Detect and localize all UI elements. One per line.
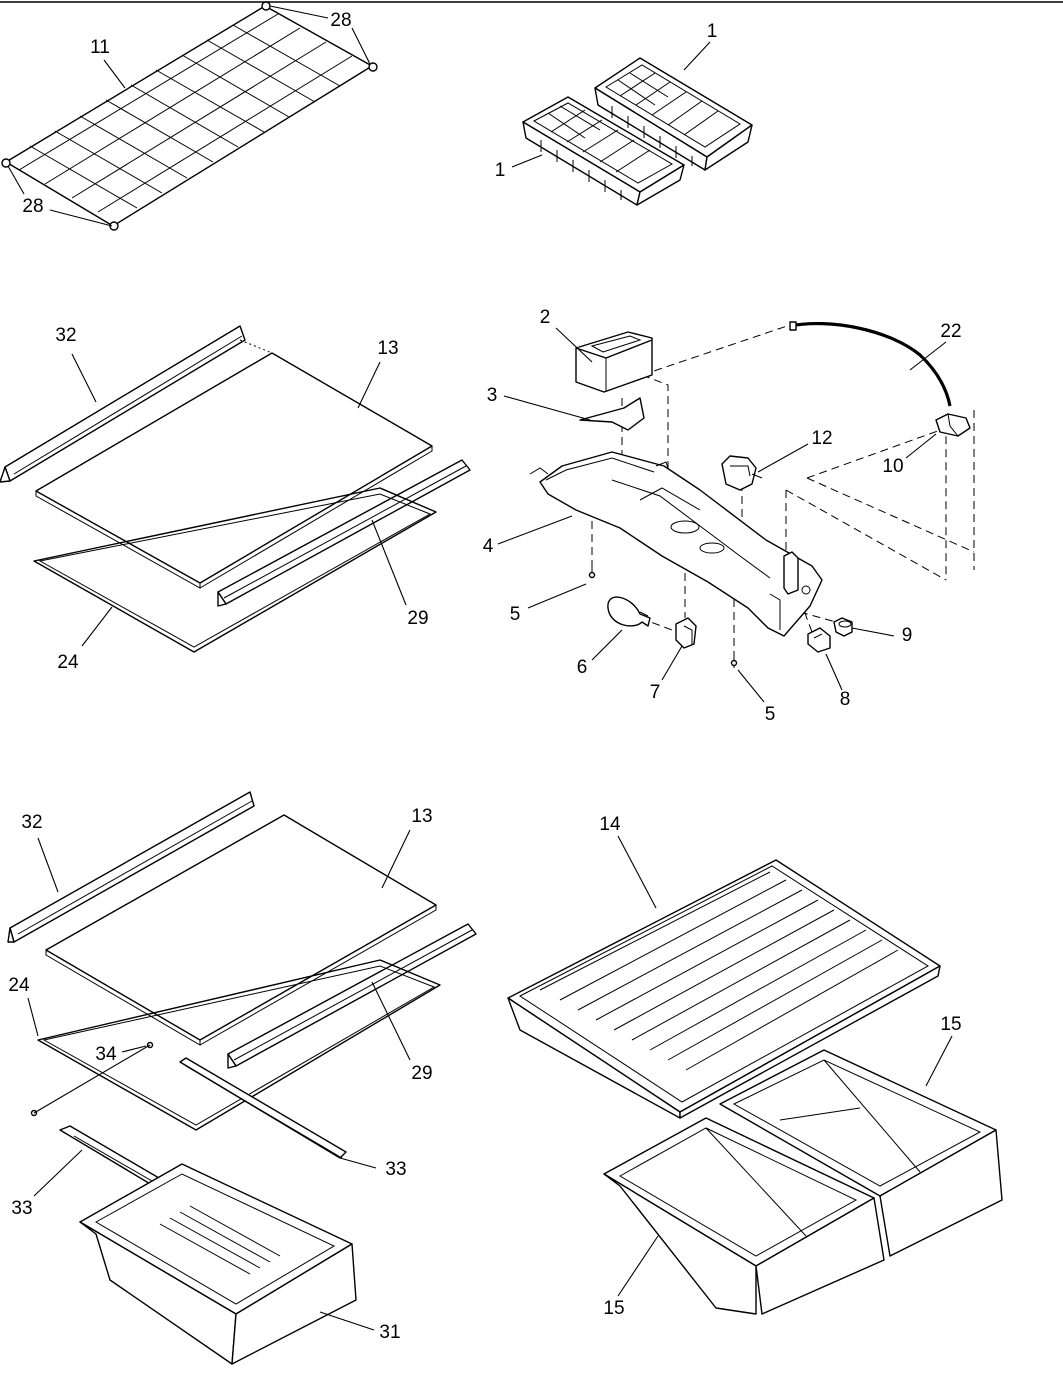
callout-32: 32 [21, 812, 42, 833]
glass-shelf-13-upper [35, 352, 433, 589]
guide-line [239, 339, 273, 354]
callout-24: 24 [8, 975, 30, 996]
callout-labels: 1 1 2 3 4 5 5 6 7 8 9 10 11 12 13 13 14 … [8, 10, 961, 1343]
screw-5-right [730, 656, 738, 668]
switch-8 [807, 627, 831, 653]
callout-7: 7 [650, 682, 661, 703]
callout-22: 22 [940, 321, 961, 342]
callout-4: 4 [483, 536, 494, 557]
callout-33: 33 [385, 1159, 406, 1180]
crisper-drawer-15-right [719, 1049, 1003, 1257]
callout-5: 5 [765, 704, 776, 725]
shelf-frame-24-upper [33, 487, 437, 653]
callout-34: 34 [95, 1044, 117, 1065]
callout-28: 28 [22, 196, 43, 217]
socket-7 [675, 617, 697, 649]
callout-24: 24 [57, 652, 79, 673]
callout-15: 15 [940, 1014, 961, 1035]
callout-32: 32 [55, 325, 76, 346]
callout-9: 9 [902, 625, 913, 646]
callout-29: 29 [411, 1063, 432, 1084]
front-trim-29-lower [227, 923, 477, 1069]
light-shield-2 [575, 331, 653, 393]
shelf-end-cap [1, 158, 11, 168]
ice-tray-front [522, 96, 685, 206]
rear-trim-32-lower [7, 791, 255, 943]
callout-13: 13 [377, 338, 398, 359]
crisper-drawer-15-left [603, 1117, 885, 1315]
button-9 [833, 617, 853, 637]
wire-shelf [5, 5, 373, 227]
front-trim-29-upper [217, 459, 471, 607]
light-bulb-6 [607, 596, 651, 627]
screw-5-left [588, 568, 596, 579]
callout-12: 12 [811, 428, 832, 449]
slide-33-right [179, 1057, 347, 1159]
callout-10: 10 [882, 456, 903, 477]
glass-shelf-13-lower [45, 814, 437, 1046]
callout-13: 13 [411, 806, 432, 827]
callout-15: 15 [603, 1298, 624, 1319]
control-housing-4 [529, 451, 823, 637]
callout-31: 31 [379, 1322, 400, 1343]
callout-2: 2 [540, 307, 551, 328]
callout-28: 28 [330, 10, 351, 31]
shelf-frame-24-lower [37, 959, 441, 1131]
callout-3: 3 [487, 385, 498, 406]
shelf-end-cap [368, 62, 378, 72]
connector-10 [935, 413, 971, 437]
diffuser-3 [579, 397, 645, 431]
crisper-drawer-31 [79, 1163, 357, 1365]
shelf-end-cap [261, 1, 271, 11]
callout-11: 11 [90, 37, 110, 58]
callout-6: 6 [577, 657, 588, 678]
cord-22 [789, 321, 952, 407]
leader-lines [7, 5, 953, 1331]
callout-5: 5 [510, 604, 521, 625]
callout-8: 8 [840, 689, 851, 710]
callout-1: 1 [707, 21, 718, 42]
callout-1: 1 [495, 160, 506, 181]
crisper-cover-14 [507, 859, 941, 1119]
thermostat-12 [721, 455, 763, 491]
callout-14: 14 [599, 814, 621, 835]
ice-tray-back [594, 57, 753, 171]
callout-29: 29 [407, 608, 428, 629]
rear-trim-32-upper [0, 325, 246, 483]
callout-33: 33 [11, 1198, 32, 1219]
